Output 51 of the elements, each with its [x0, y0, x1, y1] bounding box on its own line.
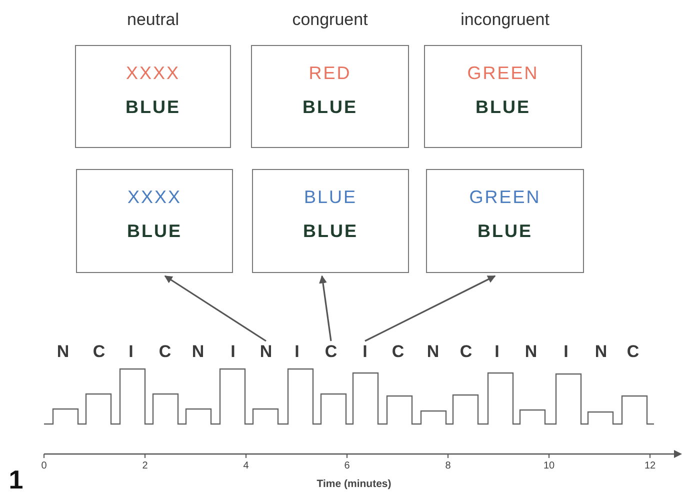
trial-letter: I — [494, 342, 500, 362]
trial-letter: C — [392, 342, 404, 362]
trial-letter: I — [128, 342, 134, 362]
tick-label: 6 — [344, 460, 350, 472]
stimulus-word: BLUE — [478, 220, 532, 242]
tick-label: 0 — [41, 460, 47, 472]
trial-letter: I — [564, 342, 568, 362]
stimulus-card — [252, 169, 409, 273]
axis-title: Time (minutes) — [316, 478, 392, 490]
tick-label: 2 — [142, 460, 148, 472]
stimulus-card — [76, 169, 233, 273]
stimulus-word: BLUE — [126, 96, 180, 118]
stimulus-word: BLUE — [304, 186, 358, 208]
stimulus-word: BLUE — [476, 96, 530, 118]
trial-letter: N — [260, 342, 272, 362]
arrow — [364, 275, 496, 342]
stimulus-word: RED — [308, 62, 352, 84]
trial-letter: N — [192, 342, 204, 362]
trial-letter: N — [594, 342, 608, 362]
trial-letter: I — [362, 342, 368, 362]
condition-heading: neutral — [127, 10, 179, 30]
panel-number: 1 — [8, 464, 24, 494]
stimulus-card — [251, 45, 409, 148]
trial-letter: I — [294, 342, 300, 362]
stimulus-word: XXXX — [127, 186, 182, 208]
trial-letter: N — [56, 342, 70, 362]
tick-label: 4 — [243, 460, 249, 472]
stimulus-word: XXXX — [126, 62, 180, 84]
trial-letter: I — [230, 342, 236, 362]
arrow — [164, 275, 266, 342]
stimulus-word: GREEN — [469, 186, 541, 208]
stimulus-word: BLUE — [302, 96, 358, 118]
arrow — [319, 275, 332, 342]
trial-letter: N — [426, 342, 440, 362]
stimulus-card — [426, 169, 584, 273]
stimulus-card — [424, 45, 582, 148]
trial-letter: C — [92, 342, 106, 362]
tick-label: 10 — [543, 460, 555, 472]
trial-letter: C — [460, 342, 472, 362]
trial-letter: C — [158, 342, 172, 362]
stimulus-word: BLUE — [303, 220, 358, 242]
trial-letter: C — [324, 342, 338, 362]
stimulus-word: GREEN — [467, 62, 539, 84]
trial-letter: N — [524, 342, 538, 362]
tick-label: 12 — [644, 460, 656, 472]
condition-heading: incongruent — [460, 10, 550, 30]
stimulus-card — [75, 45, 231, 148]
stimulus-word: BLUE — [127, 220, 182, 242]
trial-letter: C — [626, 342, 640, 362]
tick-label: 8 — [445, 460, 451, 472]
condition-heading: congruent — [292, 10, 368, 30]
